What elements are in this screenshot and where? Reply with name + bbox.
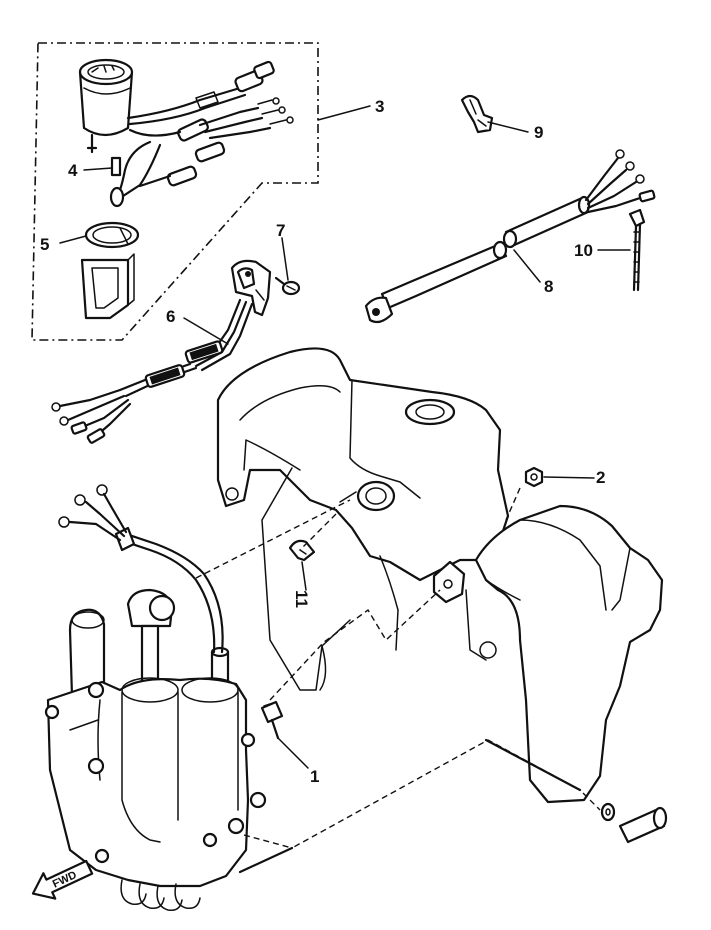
cable-clamp-11	[288, 539, 316, 562]
callout-5: 5	[40, 235, 49, 254]
callout-9: 9	[534, 123, 543, 142]
callout-10: 10	[574, 241, 593, 260]
lower-bolt	[600, 802, 668, 844]
callout-8: 8	[544, 277, 553, 296]
trim-meter-gauge	[78, 58, 294, 208]
gauge-bracket-5	[80, 221, 140, 320]
clamp-bracket-housing	[216, 347, 510, 691]
nut-2	[524, 466, 544, 488]
trim-switch-6	[51, 259, 272, 444]
callout-2: 2	[596, 468, 605, 487]
cable-tie-10	[628, 208, 646, 292]
power-trim-tilt-unit	[44, 588, 267, 912]
stern-bracket	[465, 504, 664, 804]
callout-4: 4	[68, 161, 78, 180]
fwd-arrow-icon: FWD	[31, 859, 94, 900]
pin-4	[110, 156, 122, 177]
bushing	[339, 480, 396, 512]
bolt-1	[260, 700, 284, 740]
callout-7: 7	[276, 221, 285, 240]
trim-motor-leads	[58, 484, 224, 654]
leader-lines	[59, 105, 631, 769]
callout-1: 1	[310, 767, 319, 786]
assembly-lines	[195, 487, 601, 874]
sub-lead-harness-8	[364, 149, 656, 324]
callout-11: 11	[292, 590, 311, 608]
callout-6: 6	[166, 307, 175, 326]
kit-boundary	[31, 42, 319, 341]
screw-7	[274, 276, 301, 296]
connector-block	[432, 560, 466, 604]
callout-3: 3	[375, 97, 384, 116]
clip-9	[460, 94, 494, 134]
